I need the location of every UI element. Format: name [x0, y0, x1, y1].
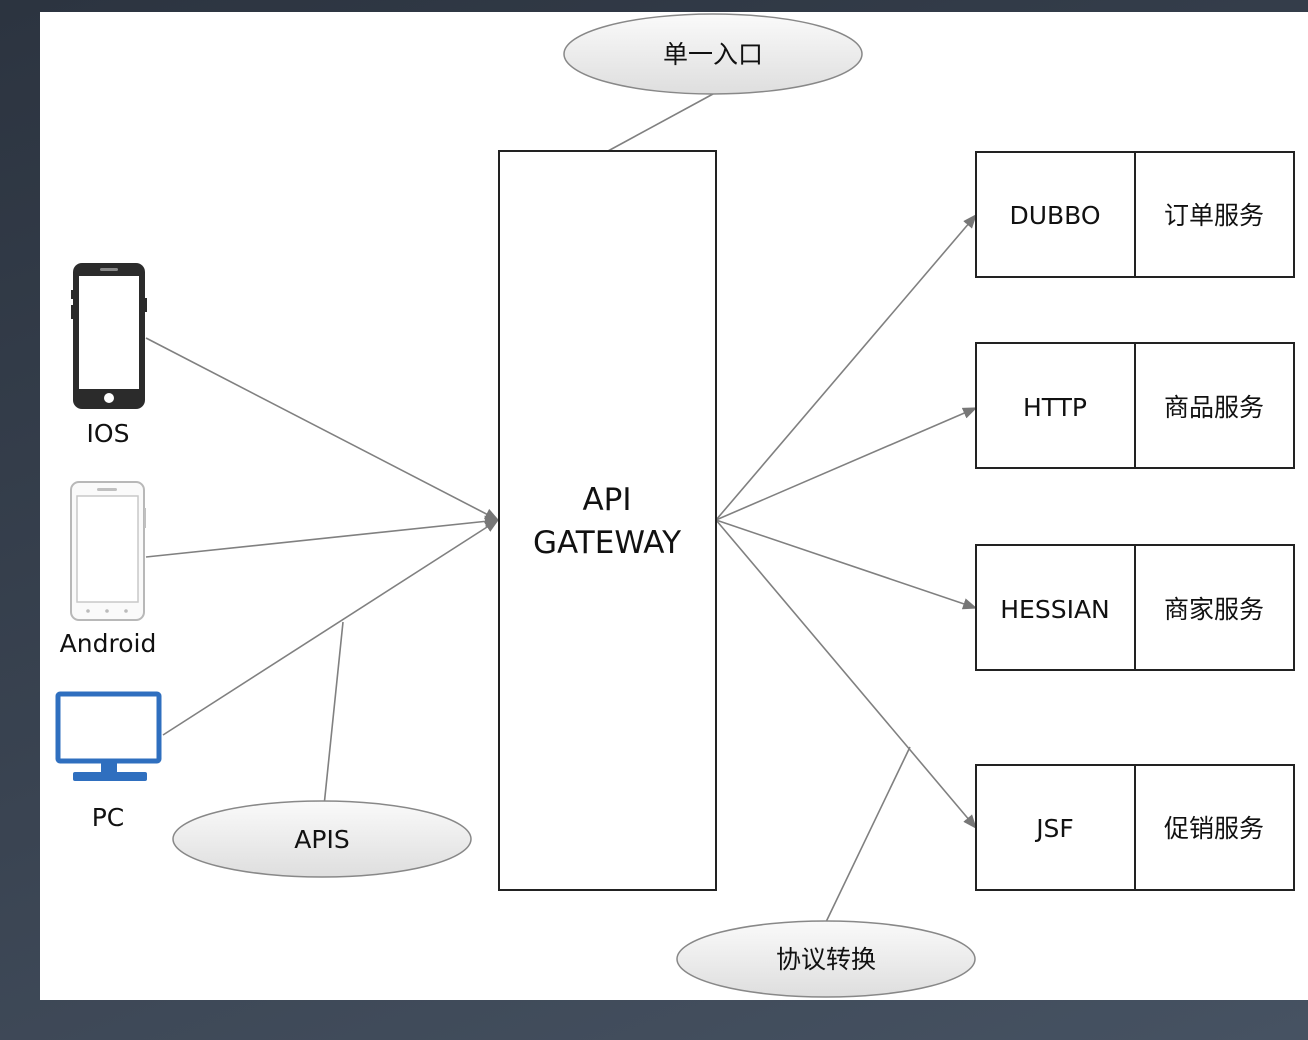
client-connectors [145, 337, 500, 736]
callout-apis: APIS [172, 800, 472, 878]
client-label-pc: PC [92, 803, 125, 832]
service-dubbo: DUBBO 订单服务 [975, 151, 1295, 278]
connector-ios [145, 337, 500, 521]
pointer-apis [323, 621, 344, 807]
service-protocol-label: HTTP [1023, 393, 1087, 422]
client-label-ios: IOS [87, 419, 130, 448]
service-name-label: 订单服务 [1164, 201, 1264, 230]
service-protocol-label: HESSIAN [1000, 595, 1110, 624]
service-jsf: JSF 促销服务 [975, 764, 1295, 891]
connector-http [715, 407, 978, 521]
callout-apis-label: APIS [294, 825, 349, 854]
callout-protocol: 协议转换 [676, 920, 976, 998]
iphone-icon [71, 263, 147, 409]
api-gateway: API GATEWAY [498, 150, 717, 891]
callout-entry-label: 单一入口 [663, 40, 763, 69]
android-phone-icon [70, 481, 146, 621]
connector-dubbo [715, 213, 977, 521]
connector-android [145, 515, 500, 558]
service-name-label: 商品服务 [1164, 393, 1264, 422]
service-protocol-label: JSF [1034, 814, 1074, 843]
service-name-label: 促销服务 [1164, 814, 1264, 843]
callout-pointers [323, 93, 911, 923]
service-connectors [715, 213, 978, 830]
gateway-label-line2: GATEWAY [533, 525, 681, 561]
callout-protocol-label: 协议转换 [776, 945, 876, 974]
service-http: HTTP 商品服务 [975, 342, 1295, 469]
gateway-label-line1: API [582, 482, 631, 518]
service-name-label: 商家服务 [1164, 595, 1264, 624]
pointer-protocol [825, 746, 911, 923]
service-protocol-label: DUBBO [1009, 201, 1100, 230]
callout-entry: 单一入口 [563, 13, 863, 95]
connector-hessian [715, 519, 978, 610]
monitor-icon [55, 691, 162, 781]
connector-pc [162, 519, 500, 736]
connector-jsf [715, 519, 977, 830]
client-label-android: Android [60, 629, 157, 658]
service-hessian: HESSIAN 商家服务 [975, 544, 1295, 671]
pointer-entry [607, 93, 714, 152]
